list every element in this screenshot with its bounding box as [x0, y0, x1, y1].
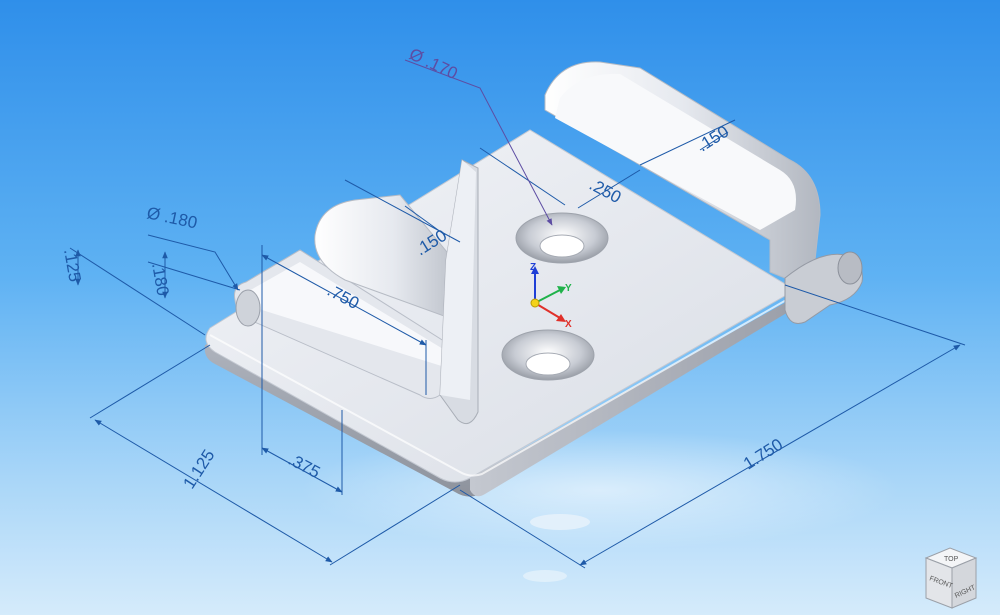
view-cube-top: TOP: [944, 556, 959, 563]
slot-dia-leader: [147, 234, 239, 291]
dim-line-750: [261, 254, 427, 346]
dim-line-1750: [579, 344, 961, 566]
dim-overall-1125[interactable]: 1.125: [179, 446, 218, 492]
triad-y-label: Y: [565, 283, 572, 294]
base-plate-edge: [209, 294, 796, 477]
dim-height-180[interactable]: .180: [148, 261, 172, 297]
hinge-end: [837, 251, 863, 285]
hole-dia-leader: [404, 59, 553, 226]
triad-z-label: Z: [530, 262, 536, 273]
dim-edge-125[interactable]: .125: [60, 247, 84, 283]
dim-line-375: [261, 447, 343, 493]
countersunk-hole-lower[interactable]: [501, 329, 595, 381]
dim-line-1125: [94, 419, 333, 563]
coordinate-triad: Z Y X: [530, 262, 572, 330]
gusset-face: [440, 160, 476, 400]
slot-end: [235, 289, 261, 327]
base-plate-top-face: [205, 129, 796, 483]
triad-x-label: X: [565, 319, 572, 330]
dim-hole-dia-top[interactable]: Ø .170: [406, 44, 460, 83]
right-tab-top: [555, 73, 796, 230]
view-cube-icon[interactable]: TOP FRONT RIGHT: [924, 547, 978, 609]
dim-slot-dia[interactable]: Ø .180: [145, 203, 199, 232]
countersunk-hole-upper[interactable]: [515, 212, 609, 264]
sheet-metal-part[interactable]: [204, 61, 863, 497]
dimension-annotations: [69, 119, 966, 569]
